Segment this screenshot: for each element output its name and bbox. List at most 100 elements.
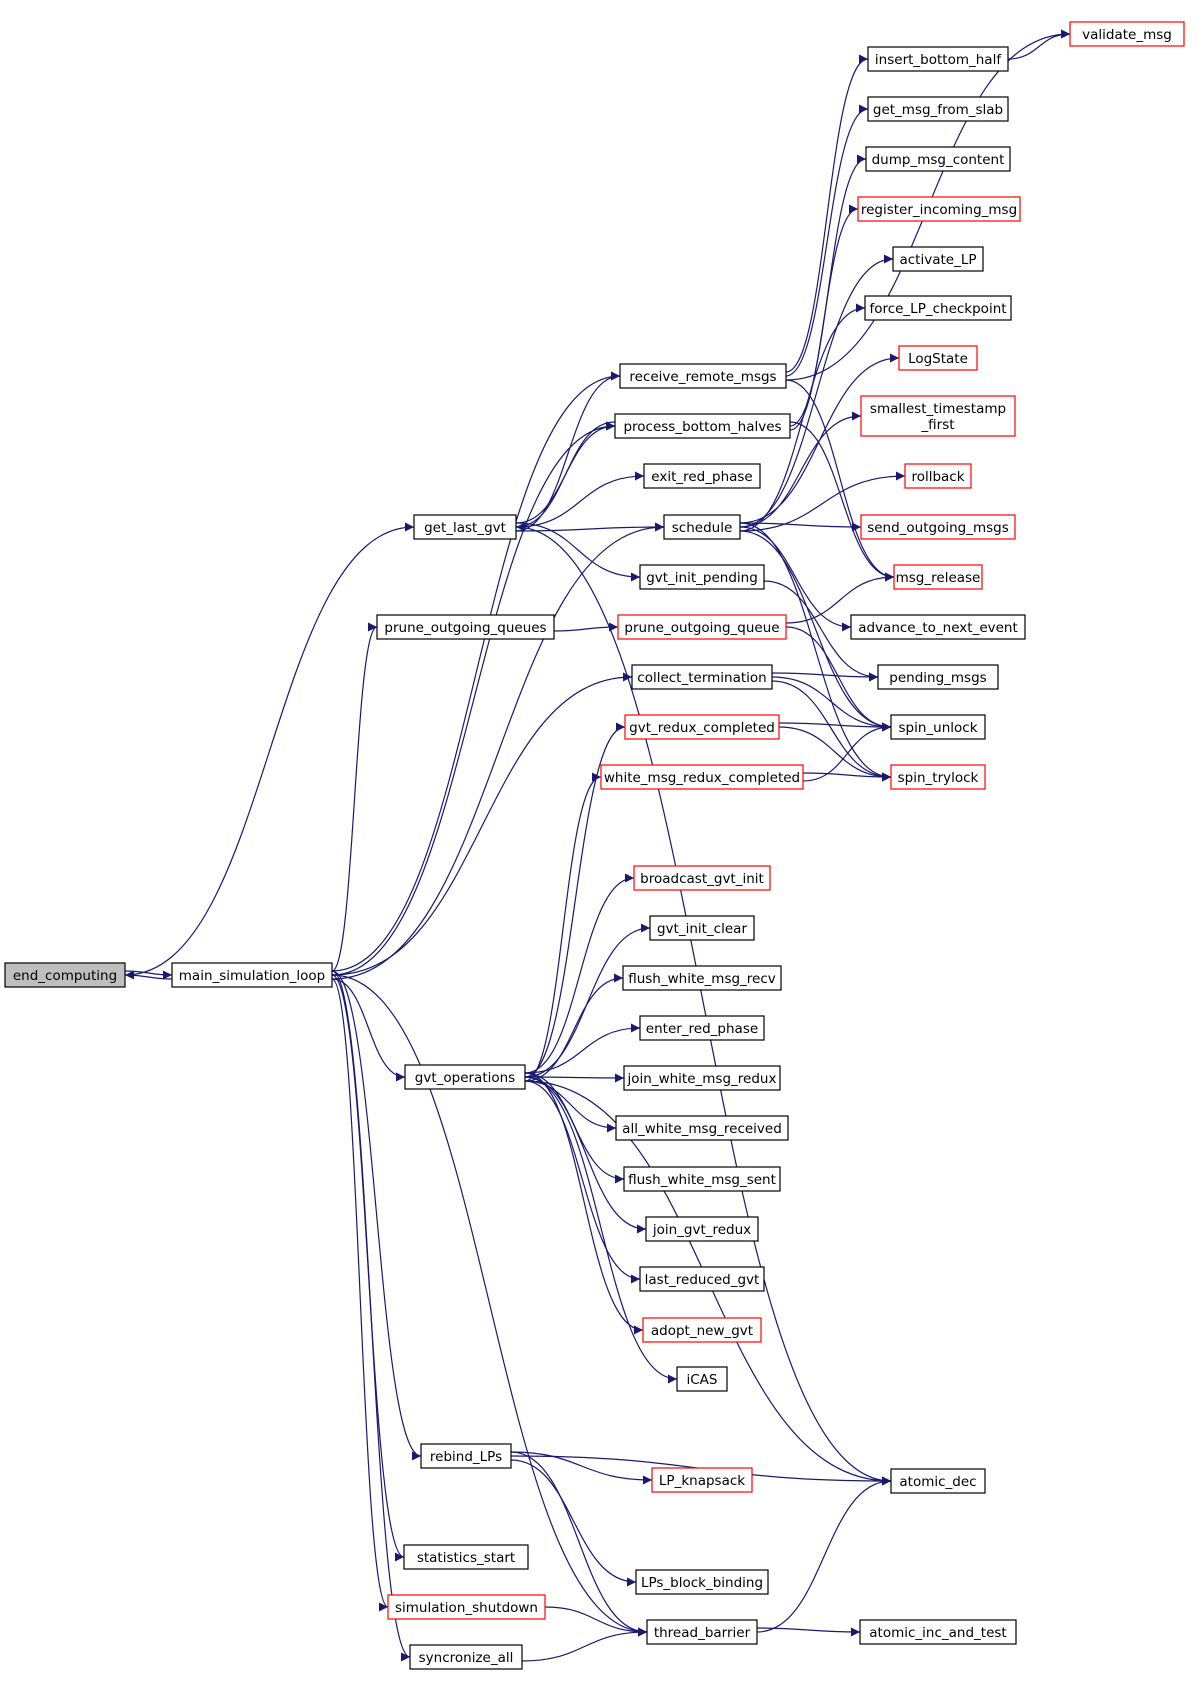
node-LPs_block_binding[interactable]: LPs_block_binding (635, 1569, 769, 1595)
node-exit_red_phase[interactable]: exit_red_phase (643, 463, 761, 489)
node-broadcast_gvt_init[interactable]: broadcast_gvt_init (633, 865, 771, 891)
node-last_reduced_gvt[interactable]: last_reduced_gvt (639, 1266, 765, 1292)
node-box[interactable] (898, 345, 978, 371)
node-activate_LP[interactable]: activate_LP (892, 246, 984, 272)
node-box[interactable] (864, 295, 1012, 321)
node-box[interactable] (867, 46, 1009, 72)
node-box[interactable] (860, 514, 1016, 540)
node-box[interactable] (615, 1115, 789, 1141)
node-force_LP_checkpoint[interactable]: force_LP_checkpoint (864, 295, 1012, 321)
node-box[interactable] (893, 564, 983, 590)
node-box[interactable] (904, 463, 972, 489)
node-box[interactable] (633, 865, 771, 891)
node-box[interactable] (387, 1594, 546, 1620)
node-pending_msgs[interactable]: pending_msgs (877, 664, 999, 690)
node-box[interactable] (171, 962, 333, 988)
node-join_white_msg_redux[interactable]: join_white_msg_redux (623, 1065, 781, 1091)
node-all_white_msg_received[interactable]: all_white_msg_received (615, 1115, 789, 1141)
node-thread_barrier[interactable]: thread_barrier (646, 1619, 758, 1645)
node-end_computing[interactable]: end_computing (4, 962, 126, 988)
node-get_msg_from_slab[interactable]: get_msg_from_slab (867, 96, 1009, 122)
node-join_gvt_redux[interactable]: join_gvt_redux (645, 1216, 759, 1242)
node-box[interactable] (622, 965, 782, 991)
node-box[interactable] (857, 196, 1021, 222)
node-flush_white_msg_sent[interactable]: flush_white_msg_sent (623, 1166, 781, 1192)
node-spin_unlock[interactable]: spin_unlock (890, 714, 986, 740)
node-syncronize_all[interactable]: syncronize_all (409, 1644, 523, 1670)
node-box[interactable] (865, 146, 1011, 172)
node-box[interactable] (639, 564, 765, 590)
node-box[interactable] (623, 1166, 781, 1192)
node-enter_red_phase[interactable]: enter_red_phase (639, 1015, 765, 1041)
node-box[interactable] (642, 1317, 762, 1343)
node-box[interactable] (649, 915, 755, 941)
node-box[interactable] (619, 363, 787, 389)
node-box[interactable] (600, 764, 804, 790)
node-atomic_dec[interactable]: atomic_dec (890, 1468, 986, 1494)
node-box[interactable] (890, 764, 986, 790)
node-box[interactable] (892, 246, 984, 272)
node-box[interactable] (614, 413, 791, 439)
node-box[interactable] (890, 714, 986, 740)
node-box[interactable] (635, 1569, 769, 1595)
node-box[interactable] (409, 1644, 523, 1670)
node-LogState[interactable]: LogState (898, 345, 978, 371)
node-box[interactable] (646, 1619, 758, 1645)
node-box[interactable] (663, 514, 741, 540)
node-box[interactable] (859, 1619, 1017, 1645)
node-iCAS[interactable]: iCAS (676, 1366, 728, 1392)
node-box[interactable] (639, 1015, 765, 1041)
node-register_incoming_msg[interactable]: register_incoming_msg (857, 196, 1021, 222)
node-validate_msg[interactable]: validate_msg (1069, 21, 1185, 47)
node-dump_msg_content[interactable]: dump_msg_content (865, 146, 1011, 172)
node-schedule[interactable]: schedule (663, 514, 741, 540)
node-atomic_inc_and_test[interactable]: atomic_inc_and_test (859, 1619, 1017, 1645)
node-box[interactable] (631, 664, 773, 690)
node-main_simulation_loop[interactable]: main_simulation_loop (171, 962, 333, 988)
node-box[interactable] (877, 664, 999, 690)
node-gvt_init_pending[interactable]: gvt_init_pending (639, 564, 765, 590)
node-box[interactable] (645, 1216, 759, 1242)
node-box[interactable] (639, 1266, 765, 1292)
node-collect_termination[interactable]: collect_termination (631, 664, 773, 690)
node-box[interactable] (890, 1468, 986, 1494)
node-simulation_shutdown[interactable]: simulation_shutdown (387, 1594, 546, 1620)
node-box[interactable] (651, 1467, 753, 1493)
node-box[interactable] (624, 714, 780, 740)
node-box[interactable] (867, 96, 1009, 122)
node-spin_trylock[interactable]: spin_trylock (890, 764, 986, 790)
node-insert_bottom_half[interactable]: insert_bottom_half (867, 46, 1009, 72)
node-box[interactable] (403, 1544, 529, 1570)
node-rebind_LPs[interactable]: rebind_LPs (420, 1443, 512, 1469)
node-prune_outgoing_queue[interactable]: prune_outgoing_queue (617, 614, 787, 640)
node-box[interactable] (4, 962, 126, 988)
node-box[interactable] (643, 463, 761, 489)
node-get_last_gvt[interactable]: get_last_gvt (413, 514, 517, 540)
node-white_msg_redux_completed[interactable]: white_msg_redux_completed (600, 764, 804, 790)
node-rollback[interactable]: rollback (904, 463, 972, 489)
node-flush_white_msg_recv[interactable]: flush_white_msg_recv (622, 965, 782, 991)
node-box[interactable] (850, 614, 1026, 640)
node-prune_outgoing_queues[interactable]: prune_outgoing_queues (376, 614, 555, 640)
node-box[interactable] (676, 1366, 728, 1392)
node-box[interactable] (413, 514, 517, 540)
node-box[interactable] (404, 1064, 526, 1090)
node-box[interactable] (1069, 21, 1185, 47)
node-gvt_redux_completed[interactable]: gvt_redux_completed (624, 714, 780, 740)
node-gvt_init_clear[interactable]: gvt_init_clear (649, 915, 755, 941)
node-adopt_new_gvt[interactable]: adopt_new_gvt (642, 1317, 762, 1343)
node-LP_knapsack[interactable]: LP_knapsack (651, 1467, 753, 1493)
node-smallest_timestamp_first[interactable]: smallest_timestamp_first (860, 395, 1016, 437)
node-box[interactable] (420, 1443, 512, 1469)
node-send_outgoing_msgs[interactable]: send_outgoing_msgs (860, 514, 1016, 540)
node-box[interactable] (617, 614, 787, 640)
node-statistics_start[interactable]: statistics_start (403, 1544, 529, 1570)
node-box[interactable] (376, 614, 555, 640)
node-process_bottom_halves[interactable]: process_bottom_halves (614, 413, 791, 439)
node-box[interactable] (623, 1065, 781, 1091)
node-msg_release[interactable]: msg_release (893, 564, 983, 590)
node-gvt_operations[interactable]: gvt_operations (404, 1064, 526, 1090)
node-box[interactable] (860, 395, 1016, 437)
node-advance_to_next_event[interactable]: advance_to_next_event (850, 614, 1026, 640)
node-receive_remote_msgs[interactable]: receive_remote_msgs (619, 363, 787, 389)
